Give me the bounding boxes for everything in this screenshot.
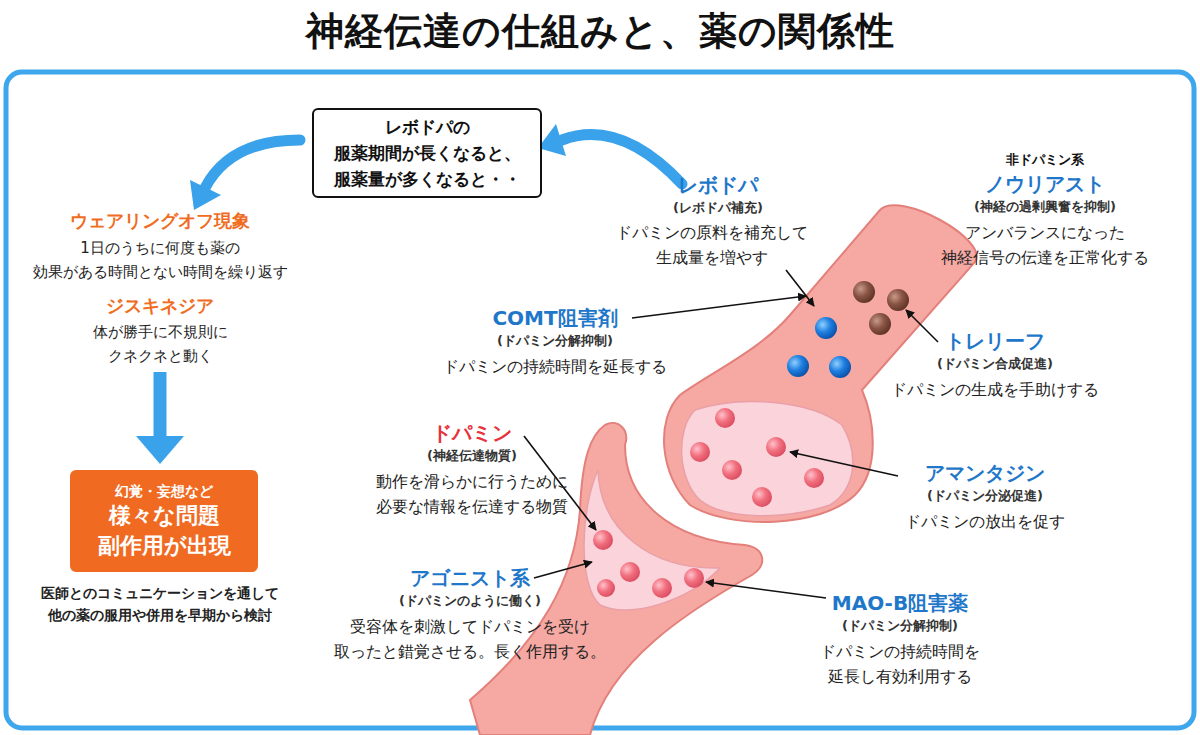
levodopa-sphere <box>829 356 851 378</box>
dopamine-vesicle <box>690 442 710 462</box>
drug-name: MAO-B阻害薬 <box>790 590 1010 616</box>
side-effect-box: 幻覚・妄想など様々な問題 副作用が出現 <box>70 470 258 572</box>
drug-action: (ドパミン分解抑制) <box>445 331 665 351</box>
drug-name: アゴニスト系 <box>360 565 580 591</box>
drug-description: ドパミンの原料を補充して 生成量を増やす <box>607 220 817 270</box>
drug-name: トレリーフ <box>895 328 1095 354</box>
diagram-title: 神経伝達の仕組みと、薬の関係性 <box>0 6 1200 57</box>
dopamine-vesicle <box>597 579 615 597</box>
flow-arrow-head <box>190 180 221 210</box>
flow-arrow-head <box>136 436 184 464</box>
levodopa-sphere <box>815 317 837 339</box>
flow-arrow-head <box>538 124 566 156</box>
node-text: 様々な問題 副作用が出現 <box>89 501 239 561</box>
substance-name: ドパミン <box>372 420 572 446</box>
drug-action: (ドパミン分泌促進) <box>875 486 1095 506</box>
flow-arrow <box>205 140 300 188</box>
drug-action: (ドパミンのように働く) <box>350 591 590 611</box>
dopamine-vesicle <box>593 530 613 550</box>
drug-name: COMT阻害剤 <box>445 305 665 331</box>
node-text: 幻覚・妄想など <box>79 481 249 501</box>
drug-action: (ドパミン合成促進) <box>885 354 1105 374</box>
flow-arrow <box>154 372 167 440</box>
synthesis-sphere <box>869 313 891 335</box>
drug-action: (神経の過剰興奮を抑制) <box>925 197 1165 217</box>
term-description: 1日のうちに何度も薬の 効果がある時間とない時間を繰り返す <box>20 236 300 284</box>
leader-line <box>786 270 814 306</box>
node-text: レボドパの 服薬期間が長くなると、 服薬量が多くなると・・ <box>325 114 530 192</box>
flow-arrow <box>562 135 682 185</box>
drug-description: ドパミンの放出を促す <box>875 509 1095 534</box>
drug-name: アマンタジン <box>875 460 1095 486</box>
presynaptic-inner <box>682 402 853 516</box>
leader-line <box>632 296 806 318</box>
drug-category: 非ドパミン系 <box>945 150 1145 170</box>
dopamine-vesicle <box>804 468 824 488</box>
dopamine-vesicle <box>766 437 786 457</box>
drug-description: アンバランスになった 神経信号の伝達を正常化する <box>933 220 1158 270</box>
leader-line <box>906 310 938 342</box>
substance-description: 動作を滑らかに行うために 必要な情報を伝達する物質 <box>367 469 577 519</box>
dopamine-vesicle <box>752 487 772 507</box>
dopamine-vesicle <box>652 578 672 598</box>
drug-description: ドパミンの持続時間を 延長し有効利用する <box>810 639 990 689</box>
drug-action: (ドパミン分解抑制) <box>790 616 1010 636</box>
term-heading: ジスキネジア <box>60 293 260 319</box>
advice-note: 医師とのコミュニケーションを通して 他の薬の服用や併用を早期から検討 <box>29 582 291 626</box>
drug-description: ドパミンの持続時間を延長する <box>423 354 688 379</box>
term-description: 体が勝手に不規則に クネクネと動く <box>78 320 243 368</box>
leader-line <box>706 582 826 598</box>
condition-box: レボドパの 服薬期間が長くなると、 服薬量が多くなると・・ <box>312 108 542 198</box>
synthesis-sphere <box>853 281 875 303</box>
drug-name: レボドパ <box>618 172 818 198</box>
drug-name: ノウリアスト <box>935 171 1155 197</box>
dopamine-vesicle <box>620 562 640 582</box>
term-heading: ウェアリングオフ現象 <box>20 208 300 234</box>
substance-role: (神経伝達物質) <box>372 446 572 466</box>
dopamine-vesicle <box>715 408 735 428</box>
dopamine-vesicle <box>722 460 742 480</box>
drug-description: 受容体を刺激してドパミンを受け 取ったと錯覚させる。長く作用する。 <box>323 614 618 664</box>
leader-line <box>790 452 898 476</box>
drug-action: (レボドパ補充) <box>618 198 818 218</box>
levodopa-sphere <box>787 355 809 377</box>
leader-line <box>534 562 592 578</box>
drug-description: ドパミンの生成を手助けする <box>870 377 1120 402</box>
synthesis-sphere <box>887 289 909 311</box>
dopamine-vesicle <box>684 568 704 588</box>
